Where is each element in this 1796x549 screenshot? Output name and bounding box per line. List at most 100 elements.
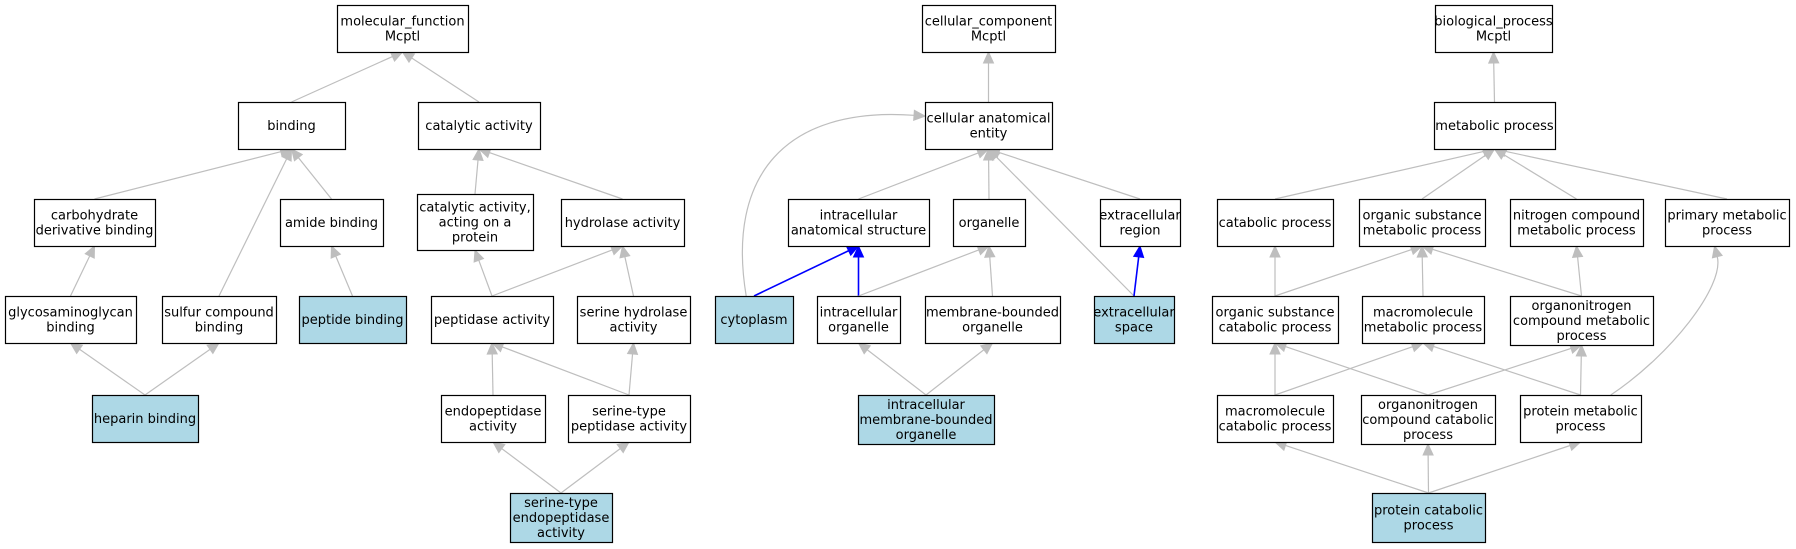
arrowhead — [984, 244, 996, 258]
edge-primary_met-to-metabolic — [1493, 145, 1728, 200]
arrowhead — [1269, 341, 1281, 355]
edge-line — [489, 152, 623, 200]
node-label-line: organonitrogen — [1532, 299, 1632, 314]
edge-line — [998, 151, 1141, 200]
node-box — [816, 295, 902, 345]
node-label-line: peptidase activity — [571, 420, 688, 435]
node-label-line: region — [1119, 224, 1160, 239]
go-term-node-cytoplasm[interactable]: cytoplasm — [714, 295, 795, 345]
node-box — [857, 394, 996, 446]
arrowhead — [1487, 50, 1500, 64]
node-label-line: protein — [452, 231, 498, 246]
edge-org_sub_cat-to-catabolic — [1269, 244, 1281, 296]
node-label-line: catabolic process — [1219, 321, 1332, 336]
node-label-line: macromolecule — [1373, 306, 1473, 321]
arrowhead — [1575, 343, 1588, 357]
node-label-line: serine-type — [524, 496, 598, 511]
node-label-line: extracellular — [1093, 306, 1175, 321]
edge-mem_organelle-to-organelle — [984, 244, 996, 297]
edge-line — [1274, 150, 1484, 200]
edge-serine_peptidase-to-peptidase — [490, 341, 630, 396]
edge-orgnit_met-to-org_sub_met — [1420, 243, 1582, 297]
go-term-node-peptidase[interactable]: peptidase activity — [430, 295, 555, 345]
edge-line — [502, 346, 630, 396]
node-box — [1093, 295, 1176, 345]
go-term-node-binding[interactable]: binding — [237, 101, 347, 151]
node-box — [1509, 295, 1655, 347]
go-term-node-organelle[interactable]: organelle — [952, 198, 1027, 248]
node-label-line: Mcptl — [971, 30, 1006, 45]
arrowhead — [626, 341, 639, 355]
edge-binding-to-mf_root — [291, 51, 404, 103]
node-label-line: activity — [537, 526, 585, 541]
node-label-line: amide binding — [285, 216, 378, 231]
edge-line — [753, 250, 849, 297]
go-term-node-heparin[interactable]: heparin binding — [91, 394, 200, 444]
edge-cat_protein-to-catalytic — [472, 147, 484, 195]
node-box — [1433, 101, 1557, 151]
edge-macro_cat-to-org_sub_cat — [1269, 341, 1281, 395]
node-box — [430, 295, 555, 345]
node-label-line: hydrolase activity — [565, 216, 681, 231]
node-box — [1371, 492, 1487, 544]
arrowhead — [913, 109, 927, 122]
node-label-line: process — [1556, 420, 1606, 435]
node-box — [1361, 295, 1486, 345]
node-label-line: endopeptidase — [445, 405, 542, 420]
edge-line — [624, 256, 635, 297]
go-term-node-catalytic[interactable]: catalytic activity — [417, 101, 542, 151]
arrowhead — [982, 50, 995, 64]
node-label-line: activity — [610, 321, 658, 336]
go-term-node-catabolic[interactable]: catabolic process — [1216, 198, 1335, 248]
node-box — [1211, 295, 1340, 345]
go-term-node-peptide-binding[interactable]: peptide binding — [298, 295, 408, 345]
node-label-line: biological_process — [1434, 15, 1553, 30]
node-label-line: intracellular — [820, 306, 898, 321]
edge-org_sub_met-to-metabolic — [1421, 148, 1496, 200]
node-label-line: acting on a — [439, 216, 512, 231]
node-label-line: serine-type — [592, 405, 666, 420]
node-box — [1216, 198, 1335, 248]
edge-orgnit_met-to-nitrogen_met — [1571, 244, 1584, 297]
edge-line — [1421, 154, 1486, 200]
node-label-line: organic substance — [1216, 306, 1335, 321]
edge-sulfur_binding-to-binding — [218, 147, 293, 297]
node-box — [237, 101, 347, 151]
node-box — [1509, 198, 1645, 248]
go-term-node-hydrolase[interactable]: hydrolase activity — [560, 198, 686, 248]
go-term-node-amide-binding[interactable]: amide binding — [279, 198, 385, 248]
edge-line — [1503, 154, 1577, 200]
go-term-node-metabolic[interactable]: metabolic process — [1433, 101, 1557, 151]
edge-line — [560, 448, 621, 494]
node-label-line: metabolic process — [1517, 224, 1636, 239]
